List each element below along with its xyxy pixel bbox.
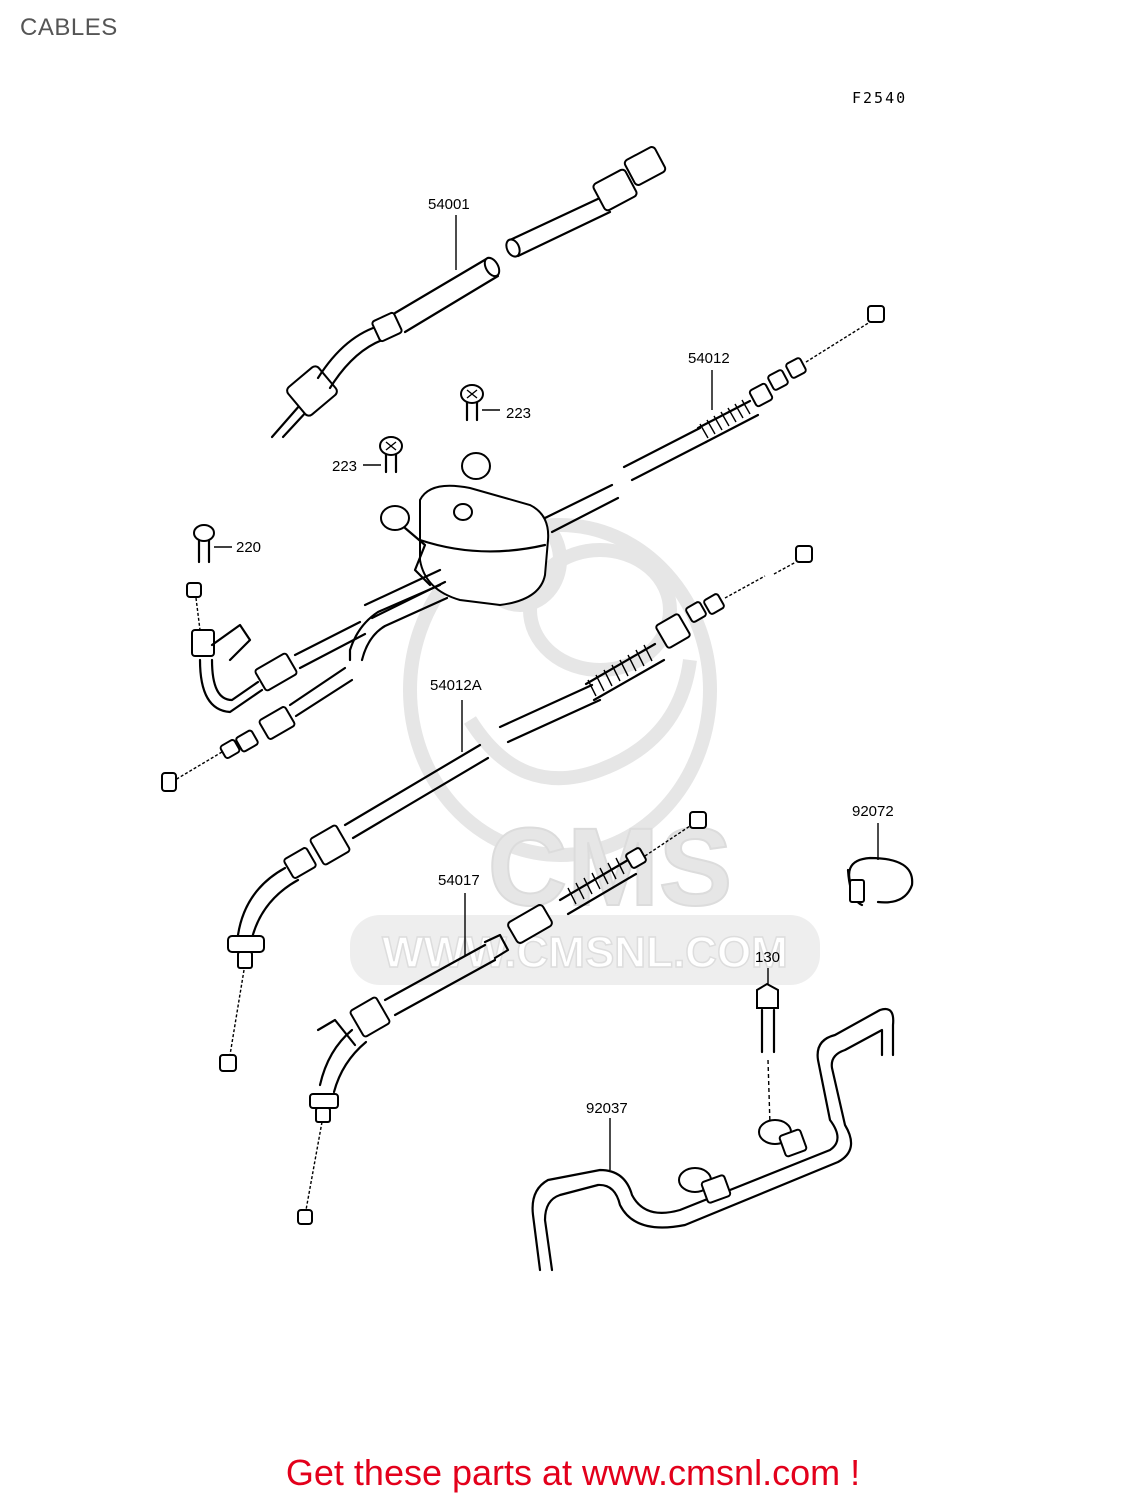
spring-coil-mid bbox=[584, 642, 666, 702]
throttle-cable-54012A bbox=[219, 743, 490, 1072]
screw-223-upper bbox=[460, 384, 500, 422]
junction-box bbox=[380, 452, 550, 607]
part-label-92072: 92072 bbox=[852, 803, 894, 820]
watermark: CMS WWW.CMSNL.COM bbox=[350, 508, 820, 985]
watermark-mascot-icon bbox=[403, 508, 717, 862]
part-label-223-upper: 223 bbox=[506, 405, 531, 422]
figure-code: F2540 bbox=[852, 89, 907, 107]
footer-call-to-action[interactable]: Get these parts at www.cmsnl.com ! bbox=[285, 1452, 861, 1493]
part-label-92037: 92037 bbox=[586, 1100, 628, 1117]
part-label-220: 220 bbox=[236, 539, 261, 556]
throttle-cable-left-assembly bbox=[161, 568, 449, 792]
spring-coil bbox=[696, 399, 760, 444]
screw-220 bbox=[193, 524, 232, 564]
page-title: CABLES bbox=[20, 14, 118, 41]
part-labels: 54001 54012 223 223 220 54012A 92072 540… bbox=[236, 196, 894, 1117]
watermark-url-band bbox=[350, 915, 820, 985]
part-label-54012: 54012 bbox=[688, 350, 730, 367]
part-label-54001: 54001 bbox=[428, 196, 470, 213]
speedometer-cable-54001 bbox=[270, 146, 667, 439]
throttle-cable-mid-upper bbox=[498, 545, 813, 744]
watermark-url: WWW.CMSNL.COM bbox=[382, 928, 788, 977]
bolt-130 bbox=[756, 982, 779, 1126]
part-label-130: 130 bbox=[755, 949, 780, 966]
throttle-cable-54017 bbox=[297, 811, 707, 1225]
part-label-54012A: 54012A bbox=[430, 677, 482, 694]
cable-clamp-92072 bbox=[846, 856, 914, 907]
spring-coil-lower bbox=[558, 857, 638, 916]
part-label-54017: 54017 bbox=[438, 872, 480, 889]
throttle-cable-54012 bbox=[543, 305, 885, 534]
guide-bar-92037 bbox=[531, 1007, 895, 1272]
part-label-223-lower: 223 bbox=[332, 458, 357, 475]
leader-lines bbox=[455, 215, 879, 1170]
screw-223-lower bbox=[363, 436, 403, 474]
